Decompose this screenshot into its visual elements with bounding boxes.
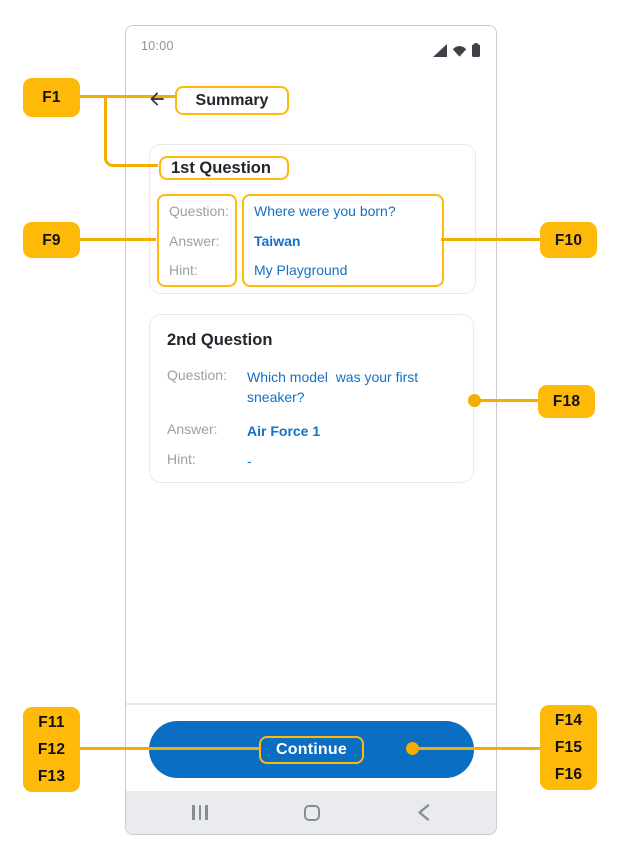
annotation-line-f9	[80, 238, 156, 241]
annotation-line-f18	[474, 399, 538, 402]
nav-back-icon[interactable]	[417, 804, 430, 821]
recents-icon[interactable]	[192, 805, 208, 820]
question-label: Question:	[167, 367, 227, 383]
question-value: Which model was your first sneaker?	[247, 369, 423, 405]
annotation-badge-f10: F10	[540, 222, 597, 258]
annotation-badge-f11-f13: F11 F12 F13	[23, 707, 80, 792]
footer-divider	[126, 703, 496, 705]
annotation-line-f1-branch	[104, 97, 158, 167]
answer-label: Answer:	[169, 232, 220, 249]
card-2-title: 2nd Question	[167, 331, 273, 349]
annotation-line-f10	[441, 238, 540, 241]
card-1-title: 1st Question	[159, 156, 289, 180]
hint-label: Hint:	[167, 451, 196, 467]
annotation-badge-f14-f16: F14 F15 F16	[540, 705, 597, 790]
page-title: Summary	[175, 86, 289, 115]
continue-button-label: Continue	[259, 735, 364, 764]
annotation-badge-f1: F1	[23, 78, 80, 117]
home-icon[interactable]	[304, 804, 321, 821]
back-arrow-icon[interactable]	[144, 86, 170, 112]
annotation-line-f11-f13	[80, 747, 260, 750]
question-value: Where were you born?	[254, 202, 396, 219]
annotation-line-f14-f16	[413, 747, 540, 750]
annotation-dot-f18	[468, 394, 481, 407]
wifi-icon	[452, 44, 467, 57]
question-card-1: 1st Question Question: Answer: Hint: Whe…	[149, 144, 476, 294]
hint-value: My Playground	[254, 262, 348, 279]
hint-value: -	[247, 453, 252, 469]
question-card-2: 2nd Question Question: Which model was y…	[149, 314, 474, 483]
status-bar-icons	[433, 43, 480, 57]
annotation-badge-f18: F18	[538, 385, 595, 418]
answer-value: Taiwan	[254, 232, 301, 249]
annotation-dot-f14-f16	[406, 742, 419, 755]
card-1-labels: Question: Answer: Hint:	[157, 194, 237, 287]
phone-frame: 10:00 Summary 1st Question Question: Ans…	[125, 25, 497, 835]
card-1-values: Where were you born? Taiwan My Playgroun…	[242, 194, 444, 287]
signal-icon	[433, 43, 447, 57]
annotation-line-f1	[80, 95, 175, 98]
question-label: Question:	[169, 202, 229, 219]
answer-value: Air Force 1	[247, 423, 321, 439]
android-nav-bar	[126, 791, 496, 834]
status-bar-time: 10:00	[141, 39, 174, 53]
answer-label: Answer:	[167, 421, 218, 437]
battery-icon	[472, 43, 480, 57]
hint-label: Hint:	[169, 262, 198, 279]
annotation-badge-f9: F9	[23, 222, 80, 258]
